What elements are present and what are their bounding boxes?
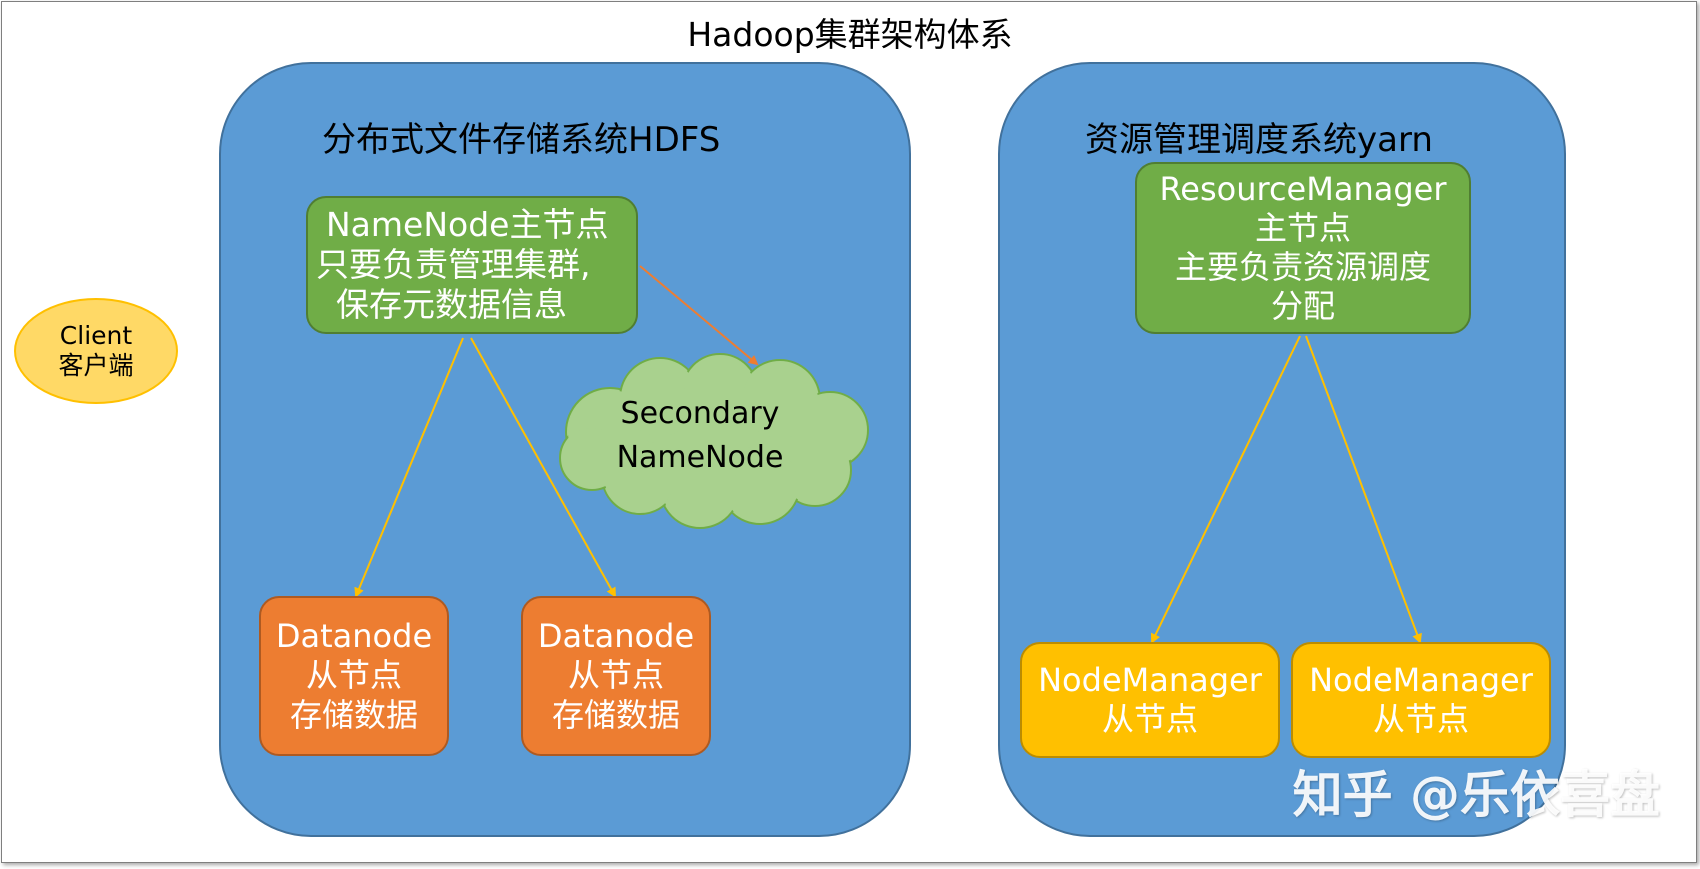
datanode-1-desc: 存储数据 bbox=[289, 695, 418, 734]
resourcemanager-role: 主节点 bbox=[1254, 208, 1351, 247]
nodemanager-1-title: NodeManager bbox=[1038, 660, 1262, 699]
arrow-resourcemanager-to-nodemanager-2 bbox=[1305, 335, 1422, 644]
arrow-namenode-to-datanode-2 bbox=[470, 337, 616, 598]
diagram-title: Hadoop集群架构体系 bbox=[687, 15, 1013, 54]
secondary-namenode-line2: NameNode bbox=[616, 439, 784, 475]
datanode-box-1: Datanode 从节点 存储数据 bbox=[259, 596, 449, 756]
nodemanager-box-1: NodeManager 从节点 bbox=[1020, 642, 1280, 758]
client-node: Client 客户端 bbox=[14, 298, 178, 404]
namenode-title: NameNode主节点 bbox=[326, 204, 609, 244]
arrow-namenode-to-datanode-1 bbox=[354, 337, 464, 598]
namenode-box: NameNode主节点 只要负责管理集群, 保存元数据信息 bbox=[306, 196, 638, 334]
client-sublabel: 客户端 bbox=[58, 351, 134, 380]
datanode-2-title: Datanode bbox=[537, 617, 695, 656]
resourcemanager-box: ResourceManager 主节点 主要负责资源调度 分配 bbox=[1135, 162, 1471, 334]
arrow-resourcemanager-to-nodemanager-1 bbox=[1150, 335, 1301, 644]
nodemanager-1-role: 从节点 bbox=[1101, 700, 1198, 738]
datanode-2-desc: 存储数据 bbox=[551, 695, 680, 734]
resourcemanager-desc-2: 分配 bbox=[1270, 287, 1335, 326]
nodemanager-box-2: NodeManager 从节点 bbox=[1291, 642, 1551, 758]
yarn-region-title: 资源管理调度系统yarn bbox=[1085, 120, 1433, 160]
watermark: 知乎 @乐依喜盘 bbox=[1292, 766, 1660, 824]
arrow-namenode-to-secondary bbox=[639, 265, 759, 366]
secondary-namenode-cloud bbox=[559, 353, 869, 529]
datanode-2-role: 从节点 bbox=[567, 656, 664, 695]
secondary-namenode-label: Secondary NameNode bbox=[565, 392, 835, 479]
datanode-1-role: 从节点 bbox=[305, 656, 402, 695]
hdfs-region-title: 分布式文件存储系统HDFS bbox=[322, 120, 721, 160]
nodemanager-2-role: 从节点 bbox=[1372, 700, 1469, 738]
resourcemanager-desc-1: 主要负责资源调度 bbox=[1174, 248, 1431, 286]
datanode-1-title: Datanode bbox=[275, 617, 433, 656]
namenode-desc-1: 只要负责管理集群, bbox=[316, 244, 591, 284]
datanode-box-2: Datanode 从节点 存储数据 bbox=[521, 596, 711, 756]
nodemanager-2-title: NodeManager bbox=[1309, 660, 1533, 699]
namenode-desc-2: 保存元数据信息 bbox=[336, 285, 567, 325]
client-label: Client bbox=[59, 321, 133, 350]
resourcemanager-title: ResourceManager bbox=[1159, 169, 1447, 208]
secondary-namenode-line1: Secondary bbox=[620, 396, 780, 431]
